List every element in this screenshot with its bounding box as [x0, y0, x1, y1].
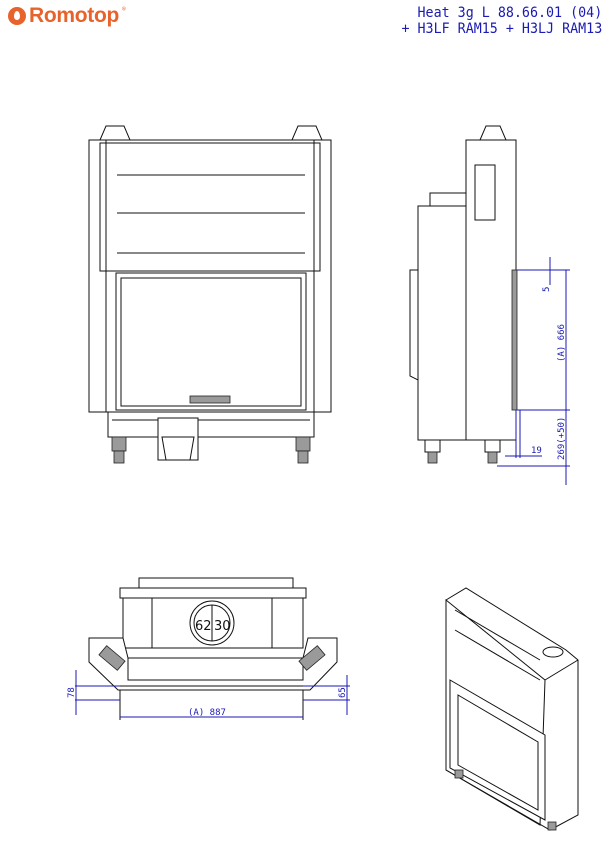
top-view: 62 30 78 65 (A) 887: [67, 577, 350, 720]
isometric-view: [445, 587, 579, 831]
drawing-title: Heat 3g L 88.66.01 (04) + H3LF RAM15 + H…: [401, 5, 602, 37]
flue-label-right: 30: [214, 619, 231, 634]
romotop-logo: Romotop ®: [8, 4, 126, 28]
front-view: [88, 125, 332, 464]
title-line-2: + H3LF RAM15 + H3LJ RAM13: [401, 21, 602, 37]
dim-left-depth: 78: [67, 687, 77, 698]
dim-top-offset: 5: [542, 287, 552, 292]
title-line-1: Heat 3g L 88.66.01 (04): [417, 5, 602, 21]
registered-mark: ®: [122, 6, 126, 13]
logo-text: Romotop: [29, 4, 120, 27]
dim-depth-offset: 19: [531, 446, 542, 456]
flue-label-left: 62: [195, 619, 212, 634]
dim-width-a: (A) 887: [188, 708, 226, 718]
side-view: 5 (A) 666 269(+50) 19: [409, 125, 570, 485]
dim-bottom-height: 269(+50): [557, 417, 567, 460]
dim-height-a: (A) 666: [557, 324, 567, 362]
dim-right-depth: 65: [338, 687, 348, 698]
flame-logo-icon: [8, 7, 26, 25]
